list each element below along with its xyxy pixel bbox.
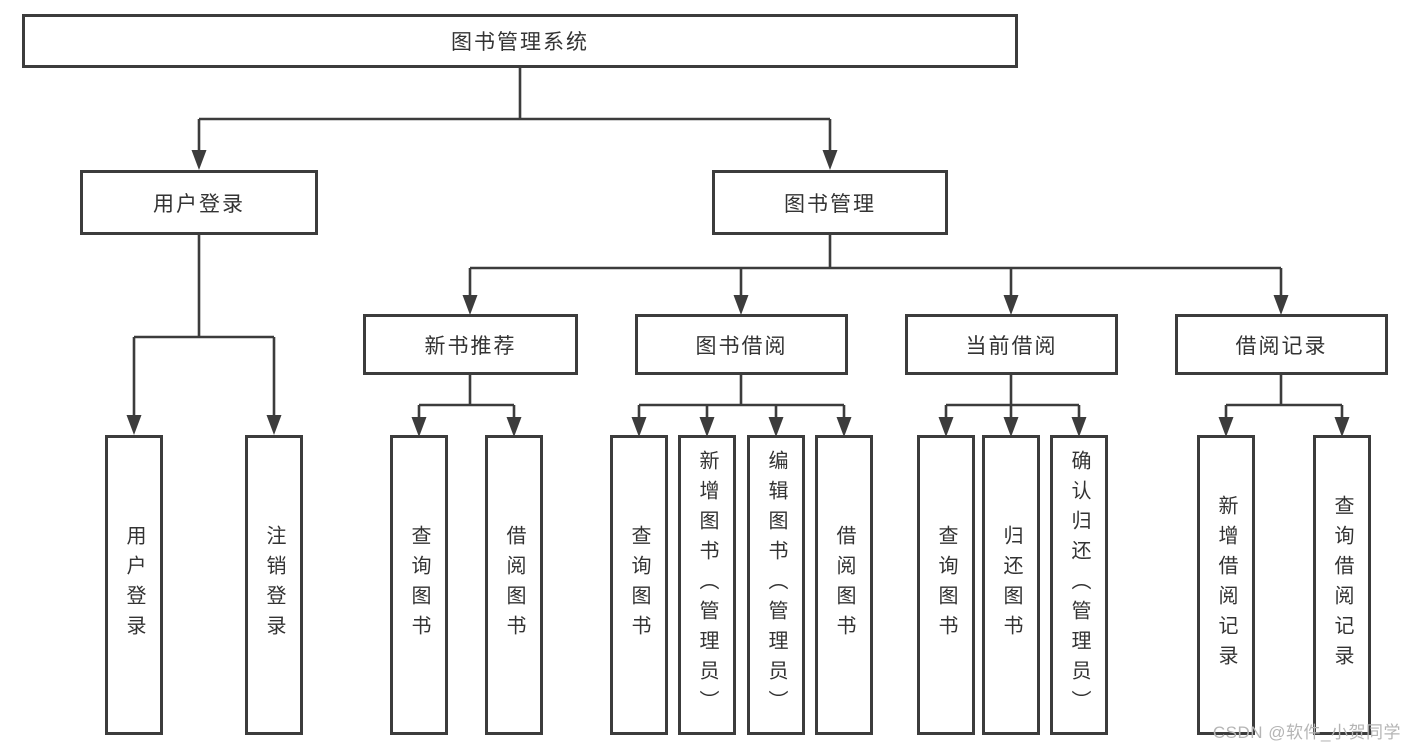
node-user-login: 用户登录	[80, 170, 318, 235]
leaf-borrow-books: 借阅图书	[815, 435, 873, 735]
node-borrow-records-label: 借阅记录	[1235, 334, 1328, 358]
node-new-book-recommend: 新书推荐	[363, 314, 578, 375]
leaf-user-login: 用户登录	[105, 435, 163, 735]
leaf-query-books-current-label: 查询图书	[935, 525, 957, 645]
leaf-edit-books-admin: 编辑图书（管理员）	[747, 435, 805, 735]
leaf-confirm-return-admin: 确认归还（管理员）	[1050, 435, 1108, 735]
leaf-query-borrow-record: 查询借阅记录	[1313, 435, 1371, 735]
leaf-query-books-recommend-label: 查询图书	[408, 525, 430, 645]
csdn-watermark: CSDN @软件_小贺同学	[1212, 723, 1401, 742]
leaf-return-books: 归还图书	[982, 435, 1040, 735]
node-root-system: 图书管理系统	[22, 14, 1018, 68]
leaf-logout-label: 注销登录	[263, 525, 285, 645]
node-current-borrow: 当前借阅	[905, 314, 1118, 375]
leaf-confirm-return-admin-label: 确认归还（管理员）	[1068, 450, 1090, 720]
leaf-return-books-label: 归还图书	[1000, 525, 1022, 645]
node-book-management-label: 图书管理	[784, 192, 876, 216]
leaf-borrow-books-label: 借阅图书	[833, 525, 855, 645]
node-root-label: 图书管理系统	[451, 31, 589, 54]
leaf-query-books-recommend: 查询图书	[390, 435, 448, 735]
leaf-logout: 注销登录	[245, 435, 303, 735]
node-book-management: 图书管理	[712, 170, 948, 235]
leaf-borrow-books-recommend: 借阅图书	[485, 435, 543, 735]
node-book-borrow: 图书借阅	[635, 314, 848, 375]
leaf-add-books-admin: 新增图书（管理员）	[678, 435, 736, 735]
leaf-add-books-admin-label: 新增图书（管理员）	[696, 450, 718, 720]
leaf-query-books-borrow: 查询图书	[610, 435, 668, 735]
leaf-borrow-books-recommend-label: 借阅图书	[503, 525, 525, 645]
node-book-borrow-label: 图书借阅	[695, 334, 788, 358]
node-user-login-label: 用户登录	[153, 192, 245, 216]
leaf-add-borrow-record: 新增借阅记录	[1197, 435, 1255, 735]
leaf-add-borrow-record-label: 新增借阅记录	[1215, 495, 1237, 675]
leaf-user-login-label: 用户登录	[123, 525, 145, 645]
node-borrow-records: 借阅记录	[1175, 314, 1388, 375]
leaf-query-borrow-record-label: 查询借阅记录	[1331, 495, 1353, 675]
leaf-edit-books-admin-label: 编辑图书（管理员）	[765, 450, 787, 720]
leaf-query-books-borrow-label: 查询图书	[628, 525, 650, 645]
leaf-query-books-current: 查询图书	[917, 435, 975, 735]
node-current-borrow-label: 当前借阅	[965, 334, 1058, 358]
node-new-book-recommend-label: 新书推荐	[424, 334, 517, 358]
